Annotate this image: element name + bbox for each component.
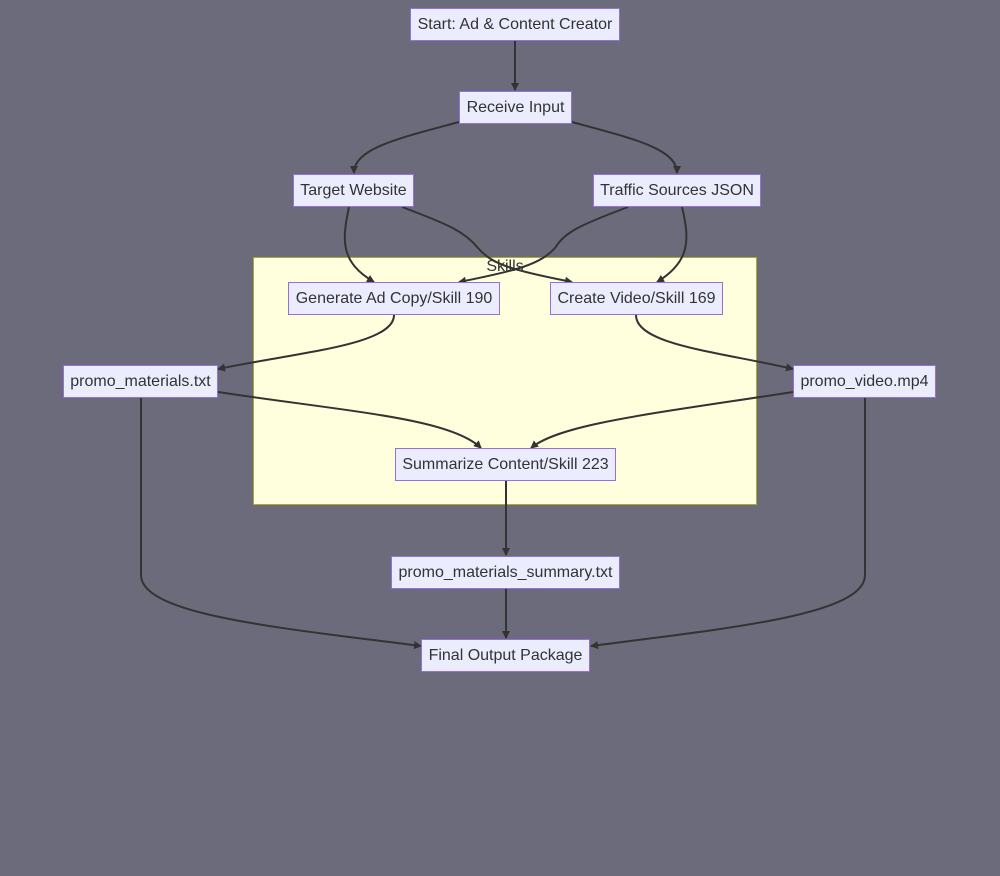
node-promo-materials-summary[interactable]: promo_materials_summary.txt	[391, 556, 620, 589]
edge-promo-video-to-summarize-content	[530, 391, 794, 449]
node-target-website[interactable]: Target Website	[293, 174, 414, 207]
edge-target-website-to-generate-ad-copy	[343, 206, 375, 283]
edge-promo-video-to-final-output	[590, 398, 866, 650]
node-promo-video[interactable]: promo_video.mp4	[793, 365, 936, 398]
edge-create-video-to-promo-video	[635, 314, 794, 372]
node-receive-input[interactable]: Receive Input	[459, 91, 572, 124]
node-traffic-sources-json[interactable]: Traffic Sources JSON	[593, 174, 761, 207]
edge-promo-materials-to-summarize-content	[217, 391, 482, 449]
edge-generate-ad-copy-to-promo-materials	[217, 314, 395, 372]
edge-traffic-sources-to-generate-ad-copy	[458, 206, 629, 285]
edge-receive-input-to-traffic-sources	[571, 121, 681, 174]
node-promo-materials[interactable]: promo_materials.txt	[63, 365, 218, 398]
edge-receive-input-to-target-website	[350, 121, 460, 174]
node-summarize-content[interactable]: Summarize Content/Skill 223	[395, 448, 616, 481]
node-start[interactable]: Start: Ad & Content Creator	[410, 8, 620, 41]
node-generate-ad-copy[interactable]: Generate Ad Copy/Skill 190	[288, 282, 500, 315]
edge-target-website-to-create-video	[401, 206, 573, 285]
edge-traffic-sources-to-create-video	[656, 206, 688, 283]
node-final-output-package[interactable]: Final Output Package	[421, 639, 590, 672]
edge-promo-materials-to-final-output	[140, 398, 422, 650]
node-create-video[interactable]: Create Video/Skill 169	[550, 282, 723, 315]
